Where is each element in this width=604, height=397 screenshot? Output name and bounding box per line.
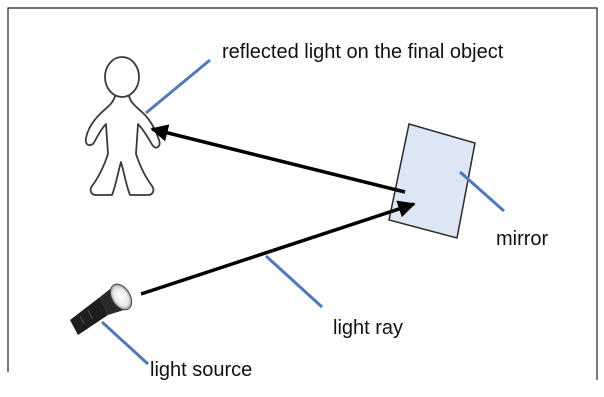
light-source-label-pointer <box>100 320 150 366</box>
reflected-label-pointer <box>145 58 211 115</box>
person-outline-icon <box>84 56 161 196</box>
light-source-label: light source <box>150 359 252 381</box>
mirror-shape <box>388 123 476 239</box>
mirror-label: mirror <box>496 228 549 250</box>
flashlight-icon <box>70 283 133 335</box>
light-ray-label: light ray <box>333 317 403 339</box>
reflected-light-ray <box>150 124 406 194</box>
incident-light-ray <box>140 200 416 296</box>
mirror-label-pointer <box>459 170 505 213</box>
light-ray-label-pointer <box>264 254 324 309</box>
reflected-light-label: reflected light on the final object <box>222 41 504 63</box>
frame-border <box>7 7 598 380</box>
